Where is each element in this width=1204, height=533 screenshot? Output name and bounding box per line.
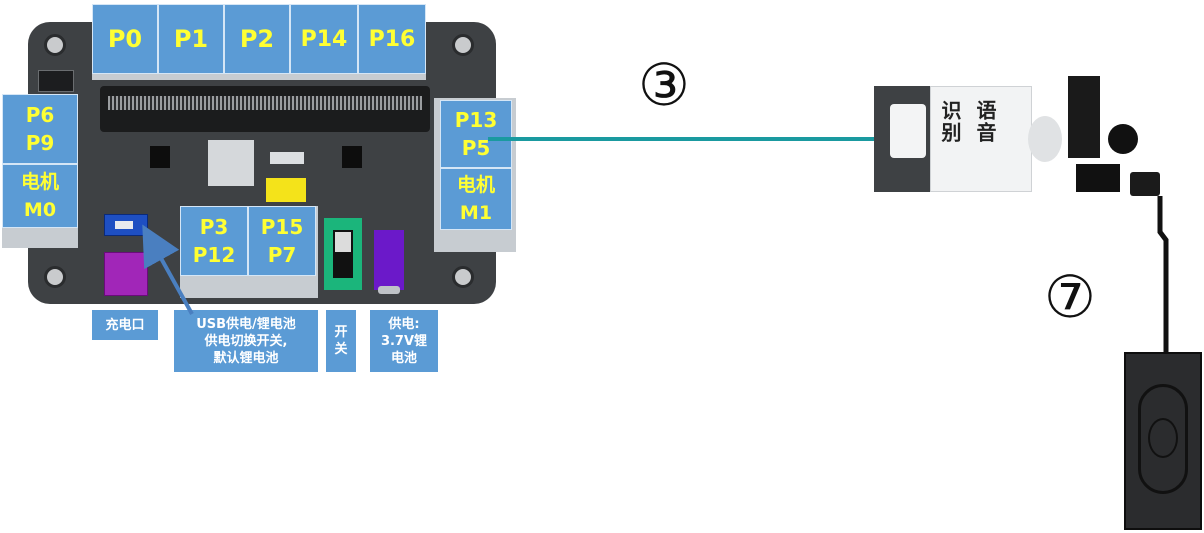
voice-label-line1: 语音 bbox=[973, 100, 997, 144]
port-p16: P16 bbox=[358, 4, 426, 74]
connector-socket-icon bbox=[890, 104, 926, 158]
microphone-icon bbox=[1028, 116, 1062, 162]
label-power-switch: 开 关 bbox=[326, 310, 356, 372]
marker-7: ⑦ bbox=[1044, 263, 1096, 331]
port-p0: P0 bbox=[92, 4, 158, 74]
usb-connector-icon bbox=[208, 140, 254, 186]
voice-label-line2: 识别 bbox=[938, 100, 962, 144]
usb-power-switch bbox=[104, 214, 148, 236]
edge-connector-pins bbox=[108, 96, 422, 110]
audio-jack-icon bbox=[1076, 164, 1120, 192]
speaker-icon bbox=[1124, 352, 1202, 530]
component-icon bbox=[342, 146, 362, 168]
marker-3: ③ bbox=[638, 51, 690, 119]
mount-hole-top-left bbox=[44, 34, 66, 56]
resistor-icon bbox=[270, 152, 304, 164]
mount-hole-bottom-right bbox=[452, 266, 474, 288]
component-icon bbox=[150, 146, 170, 168]
pointer-arrow bbox=[142, 224, 194, 315]
label-charge-port: 充电口 bbox=[92, 310, 158, 340]
mount-hole-top-right bbox=[452, 34, 474, 56]
module-component-icon bbox=[1068, 76, 1100, 158]
plug-icon bbox=[1130, 172, 1160, 196]
port-p14: P14 bbox=[290, 4, 358, 74]
port-p2: P2 bbox=[224, 4, 290, 74]
port-p1: P1 bbox=[158, 4, 224, 74]
voice-module-label: 语音 识别 bbox=[938, 100, 997, 180]
mic-capsule-icon bbox=[1108, 124, 1138, 154]
label-battery: 供电: 3.7V锂 电池 bbox=[370, 310, 438, 372]
battery-base bbox=[378, 286, 400, 294]
charge-port-icon bbox=[104, 252, 148, 296]
battery-icon bbox=[374, 230, 404, 290]
chip-icon bbox=[38, 70, 74, 92]
mount-hole-bottom-left bbox=[44, 266, 66, 288]
label-usb-switch: USB供电/锂电池 供电切换开关, 默认锂电池 bbox=[174, 310, 318, 372]
cable-7 bbox=[1157, 196, 1169, 352]
buzzer-icon bbox=[266, 178, 306, 202]
power-switch bbox=[324, 218, 362, 290]
